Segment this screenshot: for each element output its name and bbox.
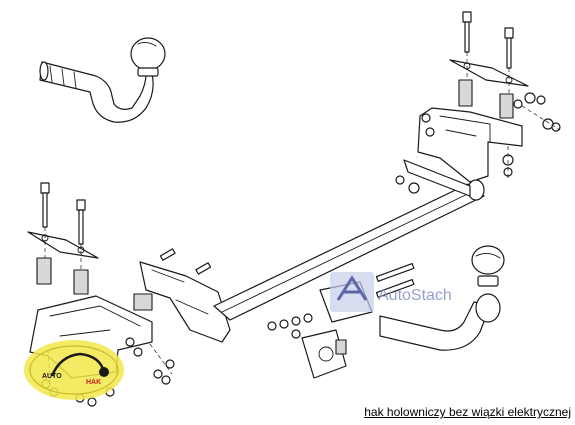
svg-text:AutoStach: AutoStach [378, 287, 452, 304]
bolt [159, 248, 212, 275]
mounting-plate [133, 248, 231, 343]
caption: hak holowniczy bez wiązki elektrycznej [364, 405, 571, 419]
bolt [76, 199, 86, 245]
auto-hak-stamp-logo: AUTO HAK [24, 340, 124, 400]
bolt [462, 11, 472, 53]
ball-hook-inset [39, 37, 166, 123]
nut-washer-set [421, 92, 561, 177]
bolt [504, 27, 514, 69]
svg-text:HAK: HAK [86, 379, 101, 386]
autostach-watermark: AutoStach [330, 272, 452, 312]
cross-tube [213, 159, 485, 321]
bolt [40, 182, 50, 228]
svg-text:AUTO: AUTO [42, 373, 62, 380]
right-bracket-assembly [417, 11, 561, 183]
